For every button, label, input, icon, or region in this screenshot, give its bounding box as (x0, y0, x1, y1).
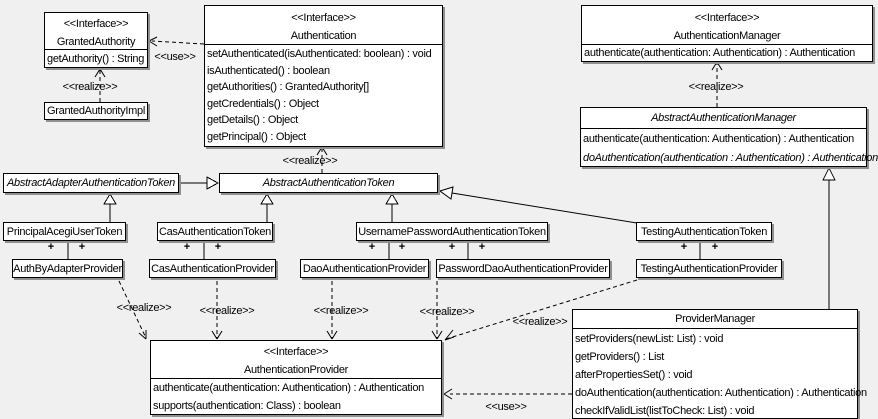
class-title: <<Interface>> GrantedAuthority (45, 13, 147, 49)
methods-compartment: authenticate(authentication: Authenticat… (582, 44, 872, 61)
class-name: TestingAuthenticationProvider (640, 262, 778, 275)
role-plus: + (711, 241, 719, 253)
class-name: AbstractAdapterAuthenticationToken (7, 177, 175, 189)
class-name: DaoAuthenticationProvider (302, 262, 427, 275)
realize-label: <<realize>> (313, 305, 369, 317)
class-provider-manager: ProviderManager setProviders(newList: Li… (572, 309, 867, 419)
class-cas-authentication-token: CasAuthenticationToken (157, 222, 273, 241)
class-abstract-adapter-authentication-token: AbstractAdapterAuthenticationToken (3, 173, 179, 193)
method: getProviders() : List (575, 351, 665, 363)
stereotype: <<Interface>> (263, 346, 329, 358)
methods-compartment: authenticate(authentication: Authenticat… (581, 128, 878, 167)
class-username-password-authentication-token: UsernamePasswordAuthenticationToken (356, 222, 548, 241)
class-title: <<Interface>> Authentication (205, 6, 442, 44)
methods-compartment: setProviders(newList: List) : void getPr… (573, 328, 867, 419)
class-granted-authority-impl: GrantedAuthorityImpl (44, 102, 148, 120)
method: afterPropertiesSet() : void (575, 369, 693, 381)
class-name: PrincipalAcegiUserToken (6, 225, 123, 238)
method: authenticate(authentication: Authenticat… (584, 47, 855, 59)
role-plus: + (478, 241, 486, 253)
class-name: AuthenticationManager (673, 30, 781, 42)
role-plus: + (398, 241, 406, 253)
class-name: AuthenticationProvider (243, 364, 349, 376)
use-label: <<use>> (154, 51, 196, 63)
method: getPrincipal() : Object (207, 130, 306, 143)
role-plus: + (680, 241, 688, 253)
class-password-dao-authentication-provider: PasswordDaoAuthenticationProvider (436, 259, 610, 278)
class-title: ProviderManager (573, 310, 857, 328)
stereotype: <<Interface>> (694, 12, 760, 24)
class-name: UsernamePasswordAuthenticationToken (358, 225, 546, 238)
stereotype: <<Interface>> (291, 12, 356, 24)
method: doAuthentication(authentication: Authent… (575, 387, 867, 399)
class-name: ProviderManager (675, 313, 755, 325)
method: checkIfValidList(listToCheck: List) : vo… (575, 405, 755, 417)
method: getCredentials() : Object (207, 97, 319, 110)
method: authenticate(authentication: Authenticat… (583, 133, 854, 145)
methods-compartment: authenticate(authentication: Authenticat… (151, 378, 441, 415)
method: getAuthority() : String (47, 53, 145, 65)
role-plus: + (78, 241, 86, 253)
role-plus: + (183, 241, 191, 253)
class-name: CasAuthenticationToken (158, 225, 272, 238)
class-title: <<Interface>> AuthenticationManager (582, 6, 872, 44)
class-title: AbstractAuthenticationManager (581, 108, 866, 128)
class-principal-acegi-user-token: PrincipalAcegiUserToken (3, 222, 126, 241)
role-plus: + (47, 241, 55, 253)
class-name: PasswordDaoAuthenticationProvider (438, 262, 608, 275)
class-testing-authentication-provider: TestingAuthenticationProvider (636, 259, 782, 278)
class-name: GrantedAuthority (56, 36, 136, 48)
class-authentication-manager: <<Interface>> AuthenticationManager auth… (581, 5, 873, 62)
realize-label: <<realize>> (62, 81, 118, 93)
realize-label: <<realize>> (282, 155, 338, 167)
class-abstract-authentication-token: AbstractAuthenticationToken (219, 173, 438, 193)
method: getDetails() : Object (207, 114, 298, 127)
class-testing-authentication-token: TestingAuthenticationToken (636, 222, 772, 241)
methods-compartment: setAuthenticated(isAuthenticated: boolea… (205, 44, 442, 146)
method: setAuthenticated(isAuthenticated: boolea… (207, 48, 432, 60)
class-name: AbstractAuthenticationManager (651, 112, 796, 124)
realize-label: <<realize>> (116, 302, 172, 314)
method: doAuthentication(authentication : Authen… (583, 151, 878, 164)
class-name: GrantedAuthorityImpl (47, 105, 145, 117)
class-abstract-authentication-manager: AbstractAuthenticationManager authentica… (580, 107, 878, 167)
class-dao-authentication-provider: DaoAuthenticationProvider (300, 259, 429, 278)
method: getAuthorities() : GrantedAuthority[] (207, 81, 369, 94)
class-auth-by-adapter-provider: AuthByAdapterProvider (12, 259, 123, 278)
class-name: TestingAuthenticationToken (640, 225, 768, 238)
role-plus: + (448, 241, 456, 253)
realize-label: <<realize>> (688, 81, 744, 93)
method: supports(authentication: Class) : boolea… (153, 399, 341, 412)
class-name: Authentication (290, 30, 357, 42)
stereotype: <<Interface>> (63, 18, 129, 30)
class-title: <<Interface>> AuthenticationProvider (151, 341, 441, 378)
realize-label: <<realize>> (199, 305, 255, 317)
realize-label: <<realize>> (512, 316, 568, 328)
role-plus: + (368, 241, 376, 253)
use-label: <<use>> (485, 401, 527, 413)
realize-label: <<realize>> (419, 306, 475, 318)
class-authentication: <<Interface>> Authentication setAuthenti… (204, 5, 443, 147)
method: authenticate(authentication: Authenticat… (153, 382, 424, 394)
methods-compartment: getAuthority() : String (45, 49, 147, 67)
class-name: AbstractAuthenticationToken (262, 177, 395, 189)
class-cas-authentication-provider: CasAuthenticationProvider (149, 259, 276, 278)
class-granted-authority: <<Interface>> GrantedAuthority getAuthor… (44, 12, 148, 68)
method: isAuthenticated() : boolean (207, 64, 330, 77)
class-name: CasAuthenticationProvider (151, 262, 274, 275)
class-authentication-provider: <<Interface>> AuthenticationProvider aut… (150, 340, 442, 415)
role-plus: + (214, 241, 222, 253)
method: setProviders(newList: List) : void (575, 333, 724, 345)
class-name: AuthByAdapterProvider (13, 262, 122, 275)
